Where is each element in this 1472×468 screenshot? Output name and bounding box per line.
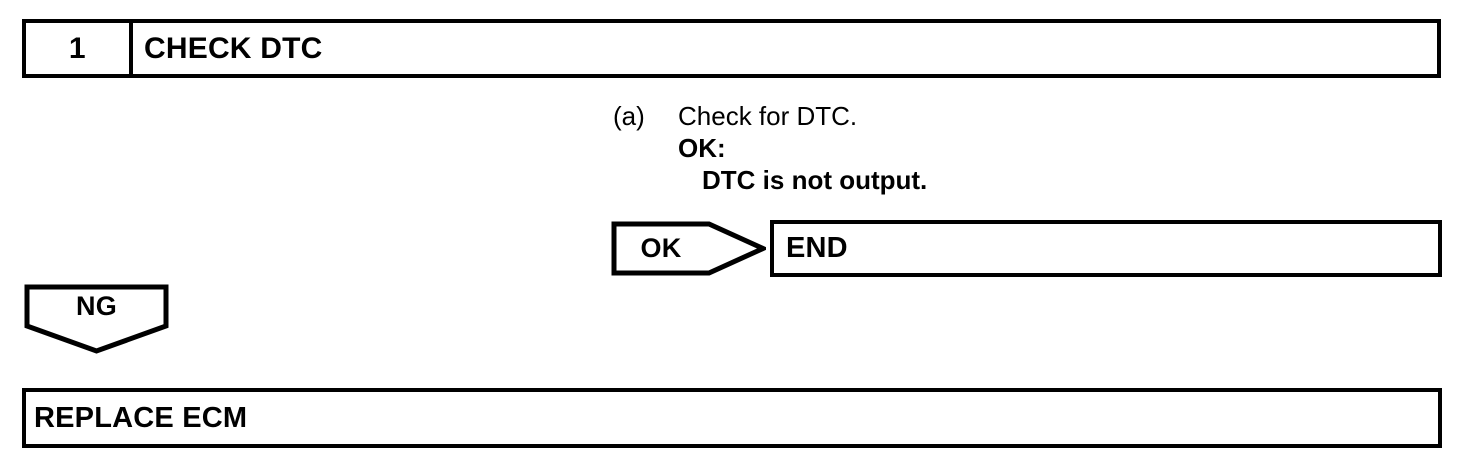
ok-chevron-shape xyxy=(611,221,766,276)
procedure-criteria-value: DTC is not output. xyxy=(702,165,928,195)
ng-pentagon-shape xyxy=(24,284,169,354)
procedure-criteria-value-row: DTC is not output. xyxy=(613,164,1313,196)
procedure-block: (a) Check for DTC. OK: DTC is not output… xyxy=(613,100,1313,196)
procedure-marker: (a) xyxy=(613,101,645,131)
ng-branch-pentagon: NG xyxy=(24,284,169,354)
step-number-cell: 1 xyxy=(26,23,133,74)
action-outcome-box: REPLACE ECM xyxy=(22,388,1442,448)
step-number: 1 xyxy=(68,31,87,65)
ok-branch-label: OK xyxy=(640,233,682,263)
procedure-instruction: Check for DTC. xyxy=(678,101,858,131)
step-title-cell: CHECK DTC xyxy=(133,23,1437,74)
ng-branch-label: NG xyxy=(75,291,118,321)
action-label: REPLACE ECM xyxy=(34,401,248,434)
procedure-criteria-label: OK: xyxy=(678,133,726,163)
end-terminator-box: END xyxy=(770,220,1442,277)
step-title: CHECK DTC xyxy=(144,31,323,65)
procedure-criteria-label-row: OK: xyxy=(613,132,1313,164)
end-label: END xyxy=(786,232,848,264)
procedure-instruction-row: (a) Check for DTC. xyxy=(613,100,1313,132)
step-header-box: 1 CHECK DTC xyxy=(22,19,1441,78)
ok-branch-chevron: OK xyxy=(611,221,766,276)
